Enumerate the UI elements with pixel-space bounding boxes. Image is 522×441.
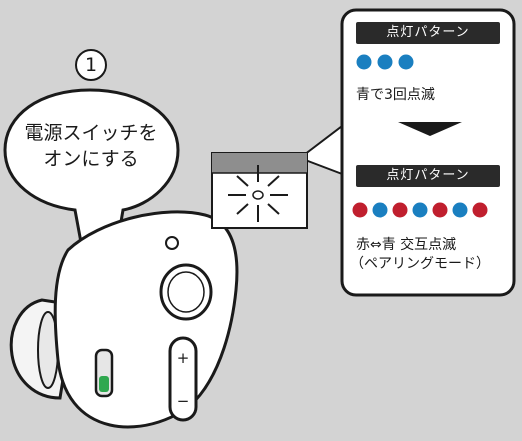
minus-symbol: − (176, 392, 190, 410)
pattern-dot (372, 202, 388, 218)
pattern-dot (392, 202, 408, 218)
led-zoom-light (252, 190, 264, 200)
pattern-dot (352, 202, 368, 218)
pattern-dot (432, 202, 448, 218)
earbud (9, 210, 239, 429)
pattern-header-before: 点灯パターン (356, 22, 500, 44)
step-label-line1: 電源スイッチを (24, 122, 158, 144)
step-number: 1 (84, 54, 98, 76)
transition-arrow-icon (398, 122, 462, 136)
led-flash-rays-icon (228, 165, 288, 222)
pattern-dot (452, 202, 468, 218)
step-number-circle (75, 49, 107, 81)
pattern-description-after-line2: （ペアリングモード） (350, 256, 490, 272)
led-zoom (211, 152, 308, 229)
pattern-dot (356, 54, 372, 70)
earbud-shell (53, 210, 239, 429)
led-indicator (165, 236, 179, 250)
pattern-dot (398, 54, 414, 70)
power-switch[interactable] (99, 376, 109, 392)
step-label-line2: オンにする (43, 148, 139, 170)
pattern-header-after: 点灯パターン (356, 165, 500, 187)
pattern-description-before: 青で3回点滅 (356, 87, 435, 103)
volume-rocker[interactable] (168, 336, 198, 422)
plus-symbol: + (176, 349, 190, 367)
pattern-dot (377, 54, 393, 70)
dots-before (356, 54, 414, 70)
pattern-panel (340, 8, 516, 297)
pattern-dot (412, 202, 428, 218)
pattern-dot (472, 202, 488, 218)
pattern-description-after-line1: 赤⇔青 交互点滅 (356, 237, 457, 253)
dots-after (352, 202, 488, 218)
